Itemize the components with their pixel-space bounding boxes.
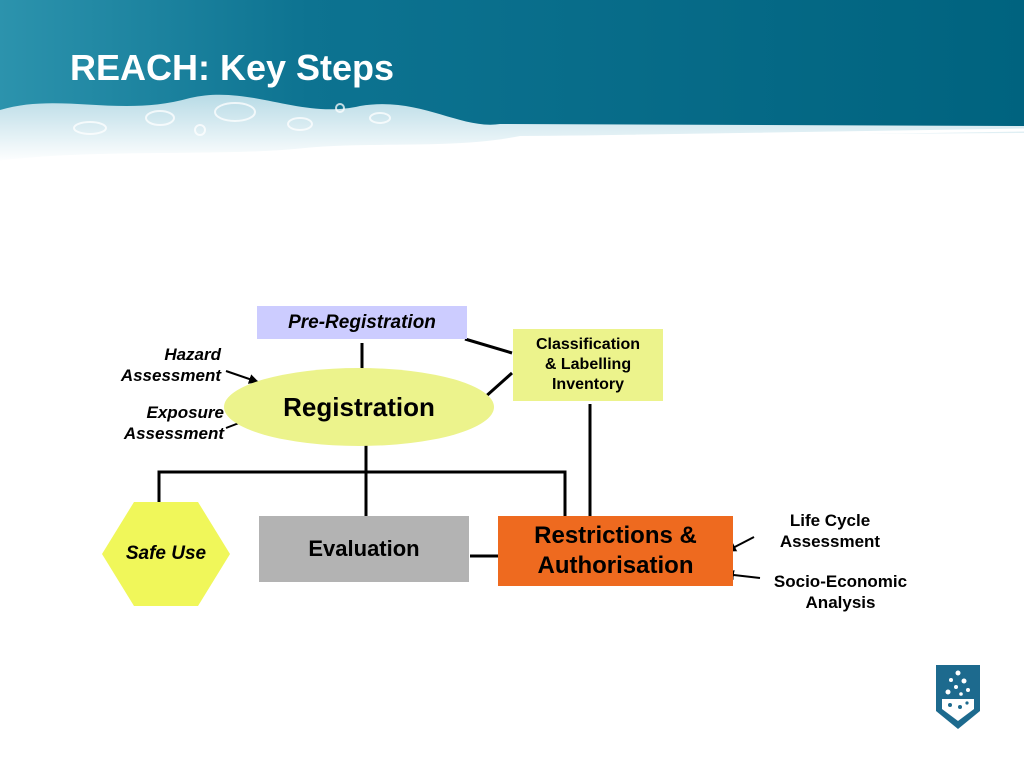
- page-title: REACH: Key Steps: [70, 47, 395, 88]
- restrictions-authorisation-box: Restrictions & Authorisation: [498, 516, 733, 586]
- chemical-flask-shield-logo: [936, 665, 980, 729]
- hazard-assessment-label: Hazard Assessment: [120, 345, 221, 385]
- socio-economic-analysis-label: Socio-Economic Analysis: [773, 572, 908, 612]
- life-cycle-assessment-label: Life Cycle Assessment: [779, 511, 881, 551]
- exposure-assessment-label: Exposure Assessment: [123, 403, 224, 443]
- registration-ellipse: Registration: [224, 368, 494, 446]
- pre-registration-box: Pre-Registration: [257, 306, 467, 339]
- classification-labelling-box: Classification & Labelling Inventory: [513, 329, 663, 401]
- evaluation-box: Evaluation: [259, 516, 469, 582]
- water-splash-banner: [0, 0, 1024, 164]
